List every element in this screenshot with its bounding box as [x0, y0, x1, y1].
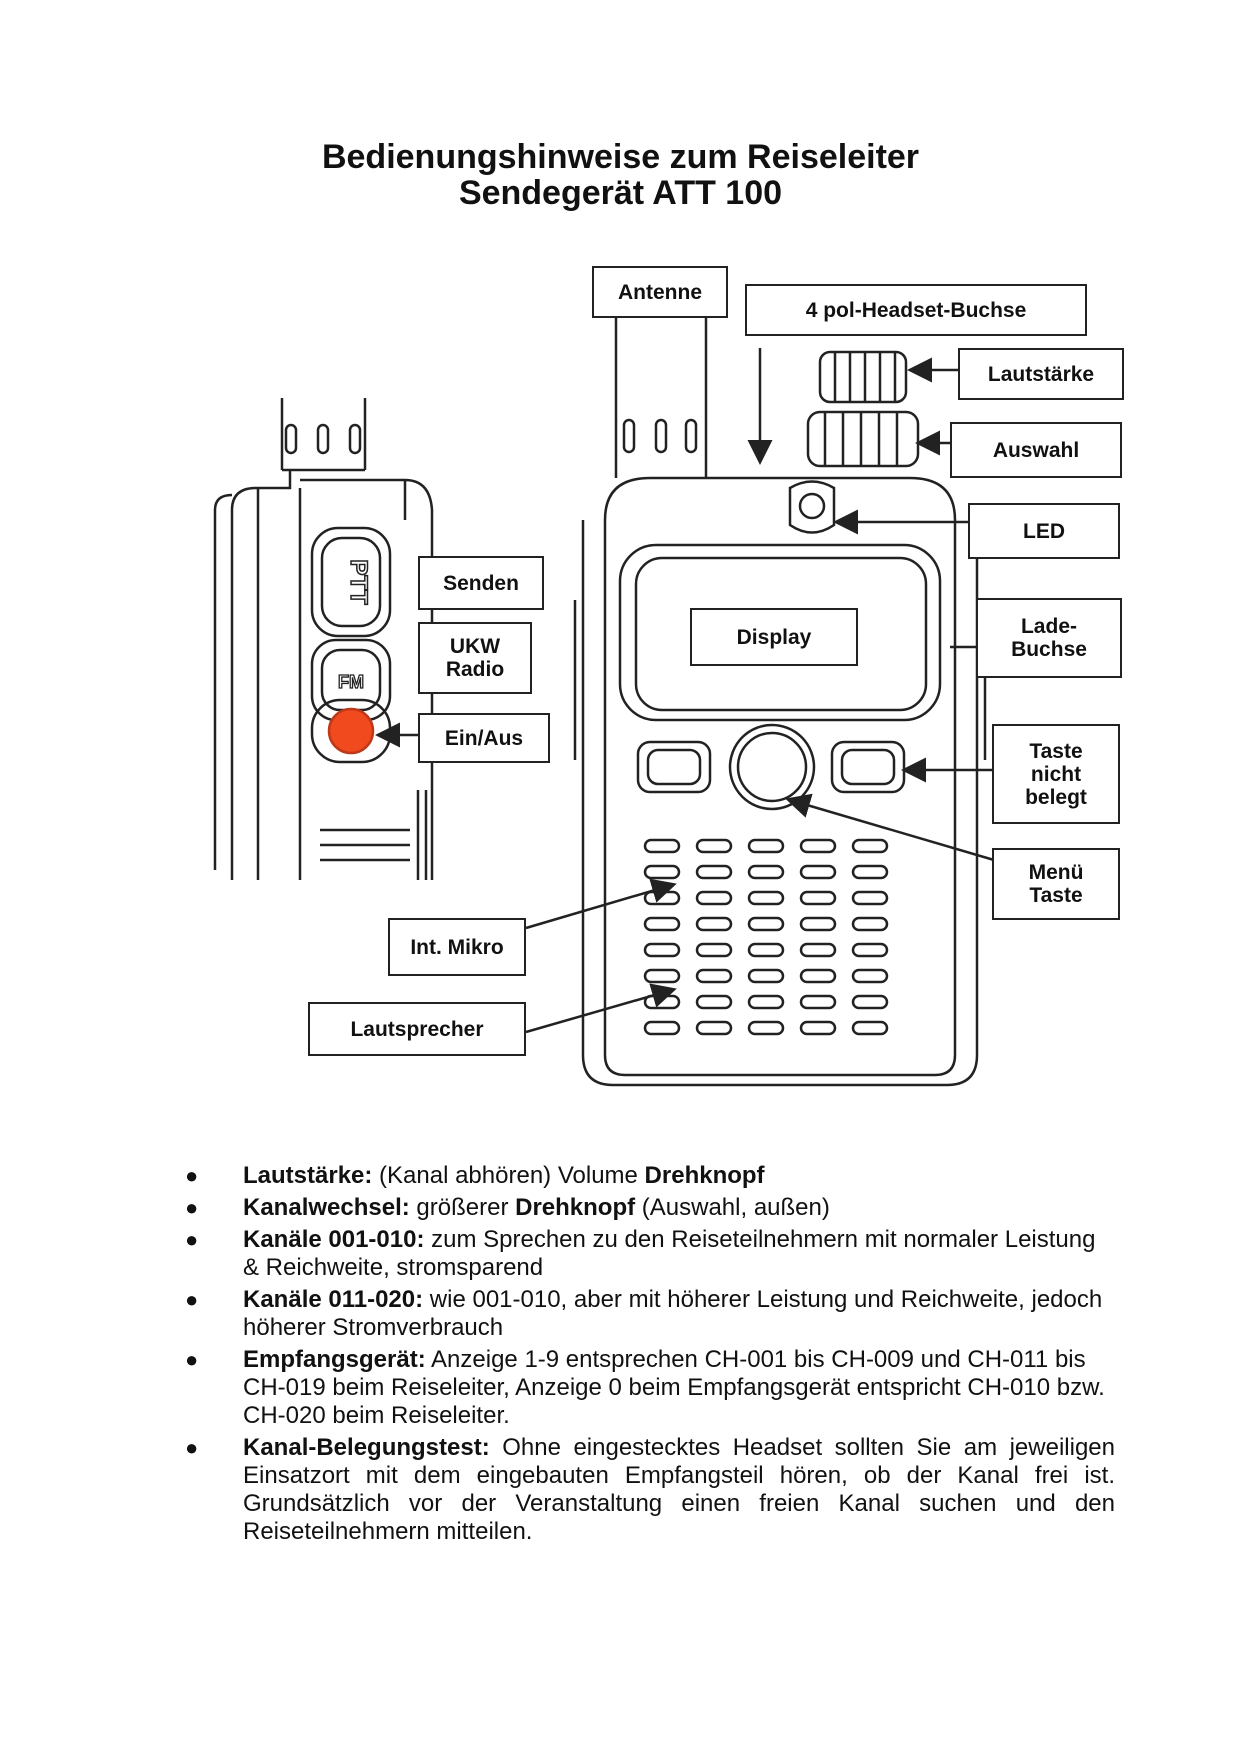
- label-ein-aus: Ein/Aus: [418, 713, 550, 763]
- label-lautsprecher: Lautsprecher: [308, 1002, 526, 1056]
- label-senden: Senden: [418, 556, 544, 610]
- power-button-icon: [327, 707, 375, 755]
- label-led: LED: [968, 503, 1120, 559]
- fm-text: FM: [338, 672, 364, 692]
- list-item: ● Kanäle 001-010: zum Sprechen zu den Re…: [185, 1226, 1096, 1281]
- label-int-mikro: Int. Mikro: [388, 918, 526, 976]
- radio-side-view: [213, 398, 434, 880]
- list-item: ● Kanäle 011-020: wie 001-010, aber mit …: [185, 1286, 1103, 1341]
- label-auswahl: Auswahl: [950, 422, 1122, 478]
- list-item: ● Kanalwechsel: größerer Drehknopf (Ausw…: [185, 1194, 830, 1221]
- label-antenne: Antenne: [592, 266, 728, 318]
- label-lade-buchse: Lade-Buchse: [976, 598, 1122, 678]
- list-item: ● Lautstärke: (Kanal abhören) Volume Dre…: [185, 1162, 765, 1189]
- radio-front-view: [573, 306, 987, 1087]
- page-title-line2: Sendegerät ATT 100: [458, 174, 783, 212]
- list-item: ● Empfangsgerät: Anzeige 1-9 entsprechen…: [185, 1346, 1105, 1429]
- list-item: ● Kanal-Belegungstest: Ohne eingesteckte…: [185, 1434, 1115, 1545]
- speaker-grille: [643, 838, 889, 1036]
- page-title-line1: Bedienungshinweise zum Reiseleiter: [321, 138, 920, 176]
- label-display: Display: [690, 608, 858, 666]
- radio-diagram: PTT FM: [213, 306, 995, 1087]
- ptt-text: PTT: [345, 559, 372, 605]
- label-lautstaerke: Lautstärke: [958, 348, 1124, 400]
- instructions-list: ● Lautstärke: (Kanal abhören) Volume Dre…: [185, 1162, 1115, 1550]
- label-headset-buchse: 4 pol-Headset-Buchse: [745, 284, 1087, 336]
